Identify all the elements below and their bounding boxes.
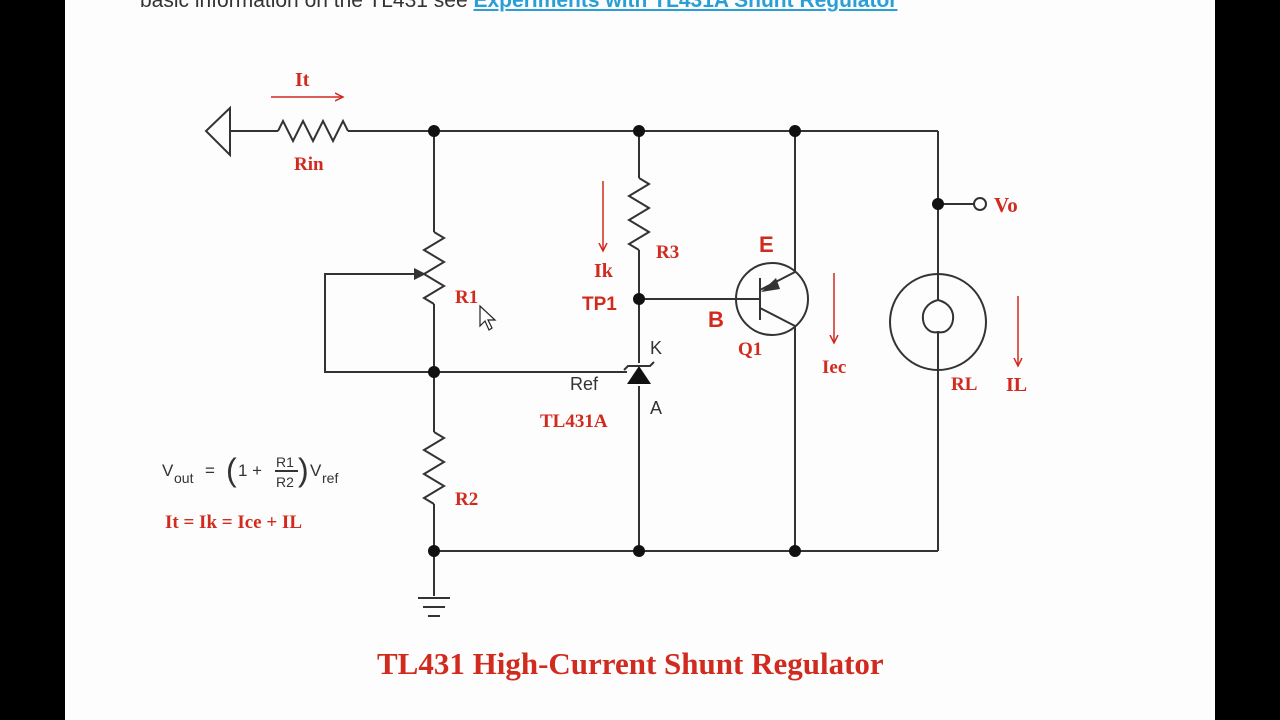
tl431-regulator	[623, 361, 655, 384]
a-label: A	[650, 398, 662, 418]
diagram-title: TL431 High-Current Shunt Regulator	[377, 646, 884, 681]
intro-text: basic information on the TL431 see Exper…	[140, 0, 897, 13]
r2-resistor	[422, 431, 446, 505]
q1-label: Q1	[738, 339, 762, 360]
vo-terminal	[973, 197, 987, 211]
junction-nodes	[428, 125, 944, 557]
input-terminal	[204, 105, 231, 158]
rin-label: Rin	[294, 154, 324, 175]
current-equation: It = Ik = Ice + IL	[165, 512, 302, 533]
experiments-link[interactable]: Experiments with TL431A Shunt Regulator	[473, 0, 898, 12]
intro-prefix: basic information on the TL431 see	[140, 0, 468, 12]
k-label: K	[650, 338, 662, 358]
vout-symbol: V	[162, 461, 174, 480]
formula-open-paren: (	[226, 452, 237, 488]
r1-potentiometer	[422, 231, 446, 305]
il-label: IL	[1006, 374, 1027, 396]
rl-label: RL	[951, 374, 977, 395]
e-label: E	[759, 232, 774, 257]
rl-lamp	[889, 273, 987, 371]
vout-subscript: out	[174, 470, 194, 486]
rin-resistor	[277, 118, 349, 144]
vref-symbol: V	[310, 461, 322, 480]
b-label: B	[708, 307, 724, 332]
tp1-label: TP1	[582, 294, 617, 315]
ik-label: Ik	[594, 260, 614, 282]
ground-symbol	[418, 597, 450, 617]
r1-label: R1	[455, 287, 478, 308]
vout-formula: V out = ( 1 + R1 R2 ) V ref	[162, 452, 338, 490]
shunt-regulator-schematic: It Rin R1 R2 R3 Ik TP1 K Ref A TL431A E …	[162, 69, 1027, 681]
mouse-cursor	[479, 304, 497, 331]
vout-equals: =	[205, 461, 215, 480]
iec-label: Iec	[822, 357, 846, 378]
q1-transistor	[735, 262, 809, 336]
page-canvas: basic information on the TL431 see Exper…	[65, 0, 1215, 720]
it-label: It	[295, 69, 310, 91]
vo-label: Vo	[994, 193, 1018, 217]
r2-label: R2	[455, 489, 478, 510]
fraction-r2: R2	[276, 474, 294, 490]
wiper-arrow	[414, 268, 426, 280]
formula-one-plus: 1 +	[238, 461, 262, 480]
r3-label: R3	[656, 242, 679, 263]
vref-subscript: ref	[322, 470, 338, 486]
tl431a-label: TL431A	[540, 411, 608, 432]
ref-label: Ref	[570, 374, 599, 394]
formula-close-paren: )	[298, 452, 309, 488]
r3-resistor	[627, 177, 651, 251]
fraction-r1: R1	[276, 454, 294, 470]
